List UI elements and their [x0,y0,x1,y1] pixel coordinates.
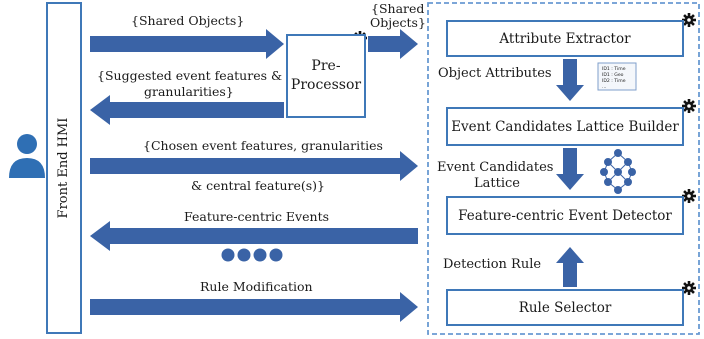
event-detector-label: Feature-centric Event Detector [458,207,672,224]
shared-objects-label-2a: {Shared [371,1,425,16]
event-candidates-label-1: Event Candidates [437,160,554,175]
gear-icon [682,13,696,27]
rule-modification-arrow [90,292,418,322]
frontend-hmi-box [46,2,82,334]
backend-container [427,2,700,335]
attribute-table-row: ID2 : Time [602,78,626,84]
event-candidates-label-2: Lattice [474,176,520,191]
suggested-features-label-1: {Suggested event features & [97,68,283,83]
attribute-table-row: ID1 : Geo [602,72,624,78]
suggested-features-arrow [90,95,284,125]
attribute-extractor-label: Attribute Extractor [499,30,631,47]
feature-centric-events-label: Feature-centric Events [184,209,330,224]
attribute-to-lattice-arrow [556,59,584,101]
gear-icon [682,99,696,113]
gear-icon [682,189,696,203]
rule-modification-label: Rule Modification [200,279,313,294]
lattice-to-detector-arrow [556,148,584,190]
suggested-features-label-2: granularities} [144,84,234,99]
feature-centric-events-arrow [90,221,418,251]
object-attributes-label: Object Attributes [438,66,552,81]
ellipsis-dots [221,248,283,262]
lattice-builder-label: Event Candidates Lattice Builder [451,118,679,135]
attribute-table-icon: ID1 : Time ID1 : Geo ID2 : Time ... [597,62,637,91]
chosen-features-arrow [90,151,418,181]
user-icon [9,134,45,178]
detection-rule-label: Detection Rule [443,257,542,272]
rule-to-detector-arrow [556,247,584,287]
event-detector-box: Feature-centric Event Detector [446,196,684,235]
shared-objects-label: {Shared Objects} [131,13,245,28]
chosen-features-label-1: {Chosen event features, granularities [143,138,383,153]
lattice-icon [600,149,636,194]
attribute-table-row: ... [602,85,606,90]
frontend-hmi-label: Front End HMI [56,117,71,219]
shared-objects-label-2b: Objects} [370,15,426,30]
preprocessor-label: Pre- Processor [290,58,362,93]
attribute-table-row: ID1 : Time [602,66,626,72]
gear-icon [682,281,696,295]
lattice-builder-box: Event Candidates Lattice Builder [446,107,684,146]
attribute-extractor-box: Attribute Extractor [446,20,684,57]
shared-objects-arrow [90,29,284,59]
rule-selector-label: Rule Selector [518,299,612,316]
preprocessor-to-backend-arrow [368,29,418,59]
chosen-features-label-2: & central feature(s)} [191,178,326,193]
preprocessor-box: Pre- Processor [286,34,366,118]
rule-selector-box: Rule Selector [446,289,684,326]
